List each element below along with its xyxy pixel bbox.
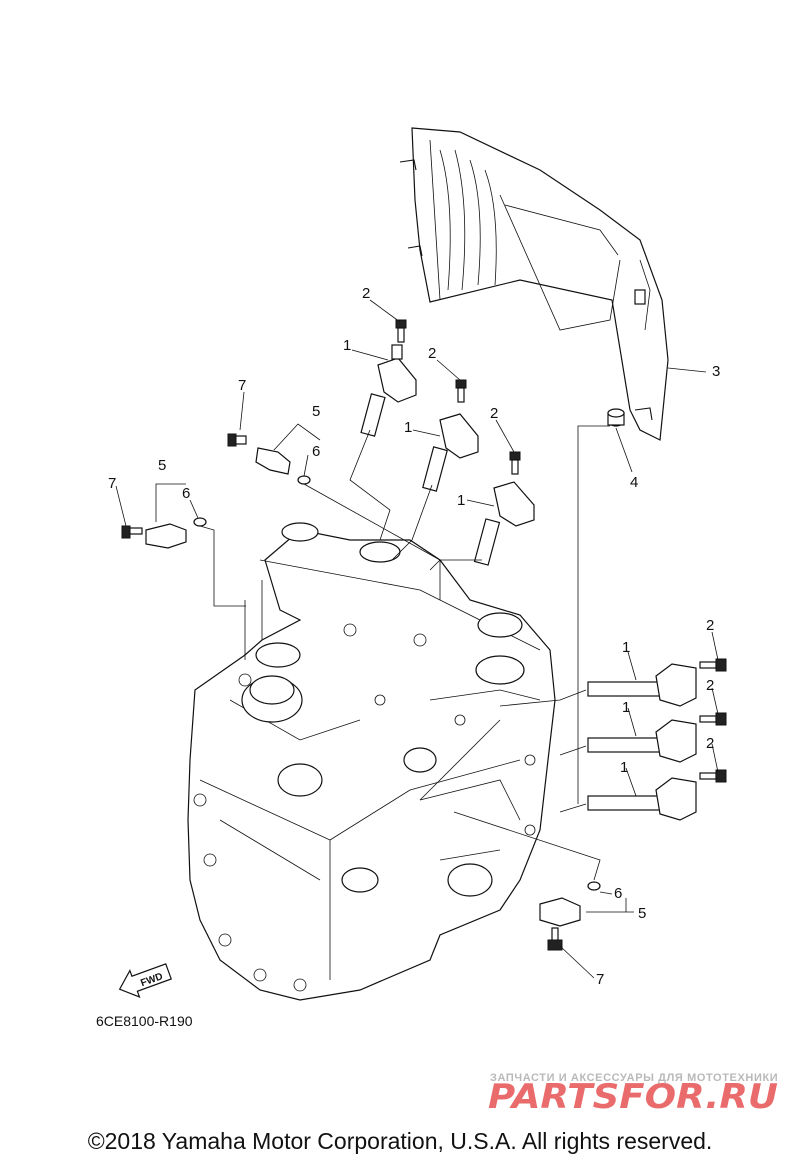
callout-7: 7 [238,377,246,394]
callout-1: 1 [404,419,412,436]
ignition-coil-upper-1 [360,344,417,437]
copyright-notice: ©2018 Yamaha Motor Corporation, U.S.A. A… [87,1128,713,1154]
callout-2: 2 [706,735,714,752]
callout-7: 7 [108,475,116,492]
ignition-coil-upper-2 [422,413,479,492]
callout-5: 5 [312,403,320,420]
callout-6: 6 [614,885,622,902]
callout-1: 1 [457,492,465,509]
callout-4: 4 [630,474,638,491]
callout-1: 1 [343,337,351,354]
bolt-right [699,658,727,783]
callout-1: 1 [622,639,630,656]
sensor-upper [227,433,311,485]
callout-6: 6 [312,443,320,460]
ignition-coil-right-1 [587,663,697,707]
callout-labels: 2 1 2 1 2 1 3 4 7 5 6 7 5 6 1 2 2 1 2 1 … [108,285,720,988]
bolt-upper [395,319,521,475]
leader-lines [115,299,719,979]
callout-6: 6 [182,485,190,502]
callout-1: 1 [622,699,630,716]
callout-2: 2 [490,405,498,422]
sensor-lower [539,881,601,951]
callout-3: 3 [712,363,720,380]
watermark-logo: PARTSFOR.RU [488,1077,778,1117]
engine-block [187,522,556,1001]
callout-2: 2 [706,617,714,634]
callout-2: 2 [362,285,370,302]
fwd-arrow-icon: FWD [118,963,172,998]
sensor-left [121,517,207,549]
ignition-coil-right-3 [587,777,697,821]
callout-5: 5 [158,457,166,474]
ignition-cover [399,127,669,441]
callout-2: 2 [428,345,436,362]
ignition-coil-right-2 [587,719,697,763]
callout-1: 1 [620,759,628,776]
watermark-logo-text: PARTSFOR.RU [488,1077,778,1117]
watermark-caption: ЗАПЧАСТИ И АКСЕССУАРЫ ДЛЯ МОТОТЕХНИКИ [490,1072,779,1084]
grommet [607,408,625,427]
callout-5: 5 [638,905,646,922]
ignition-coil-upper-3 [473,481,535,566]
callout-2: 2 [706,677,714,694]
drawing-id: 6CE8100-R190 [96,1013,193,1029]
callout-7: 7 [596,971,604,988]
